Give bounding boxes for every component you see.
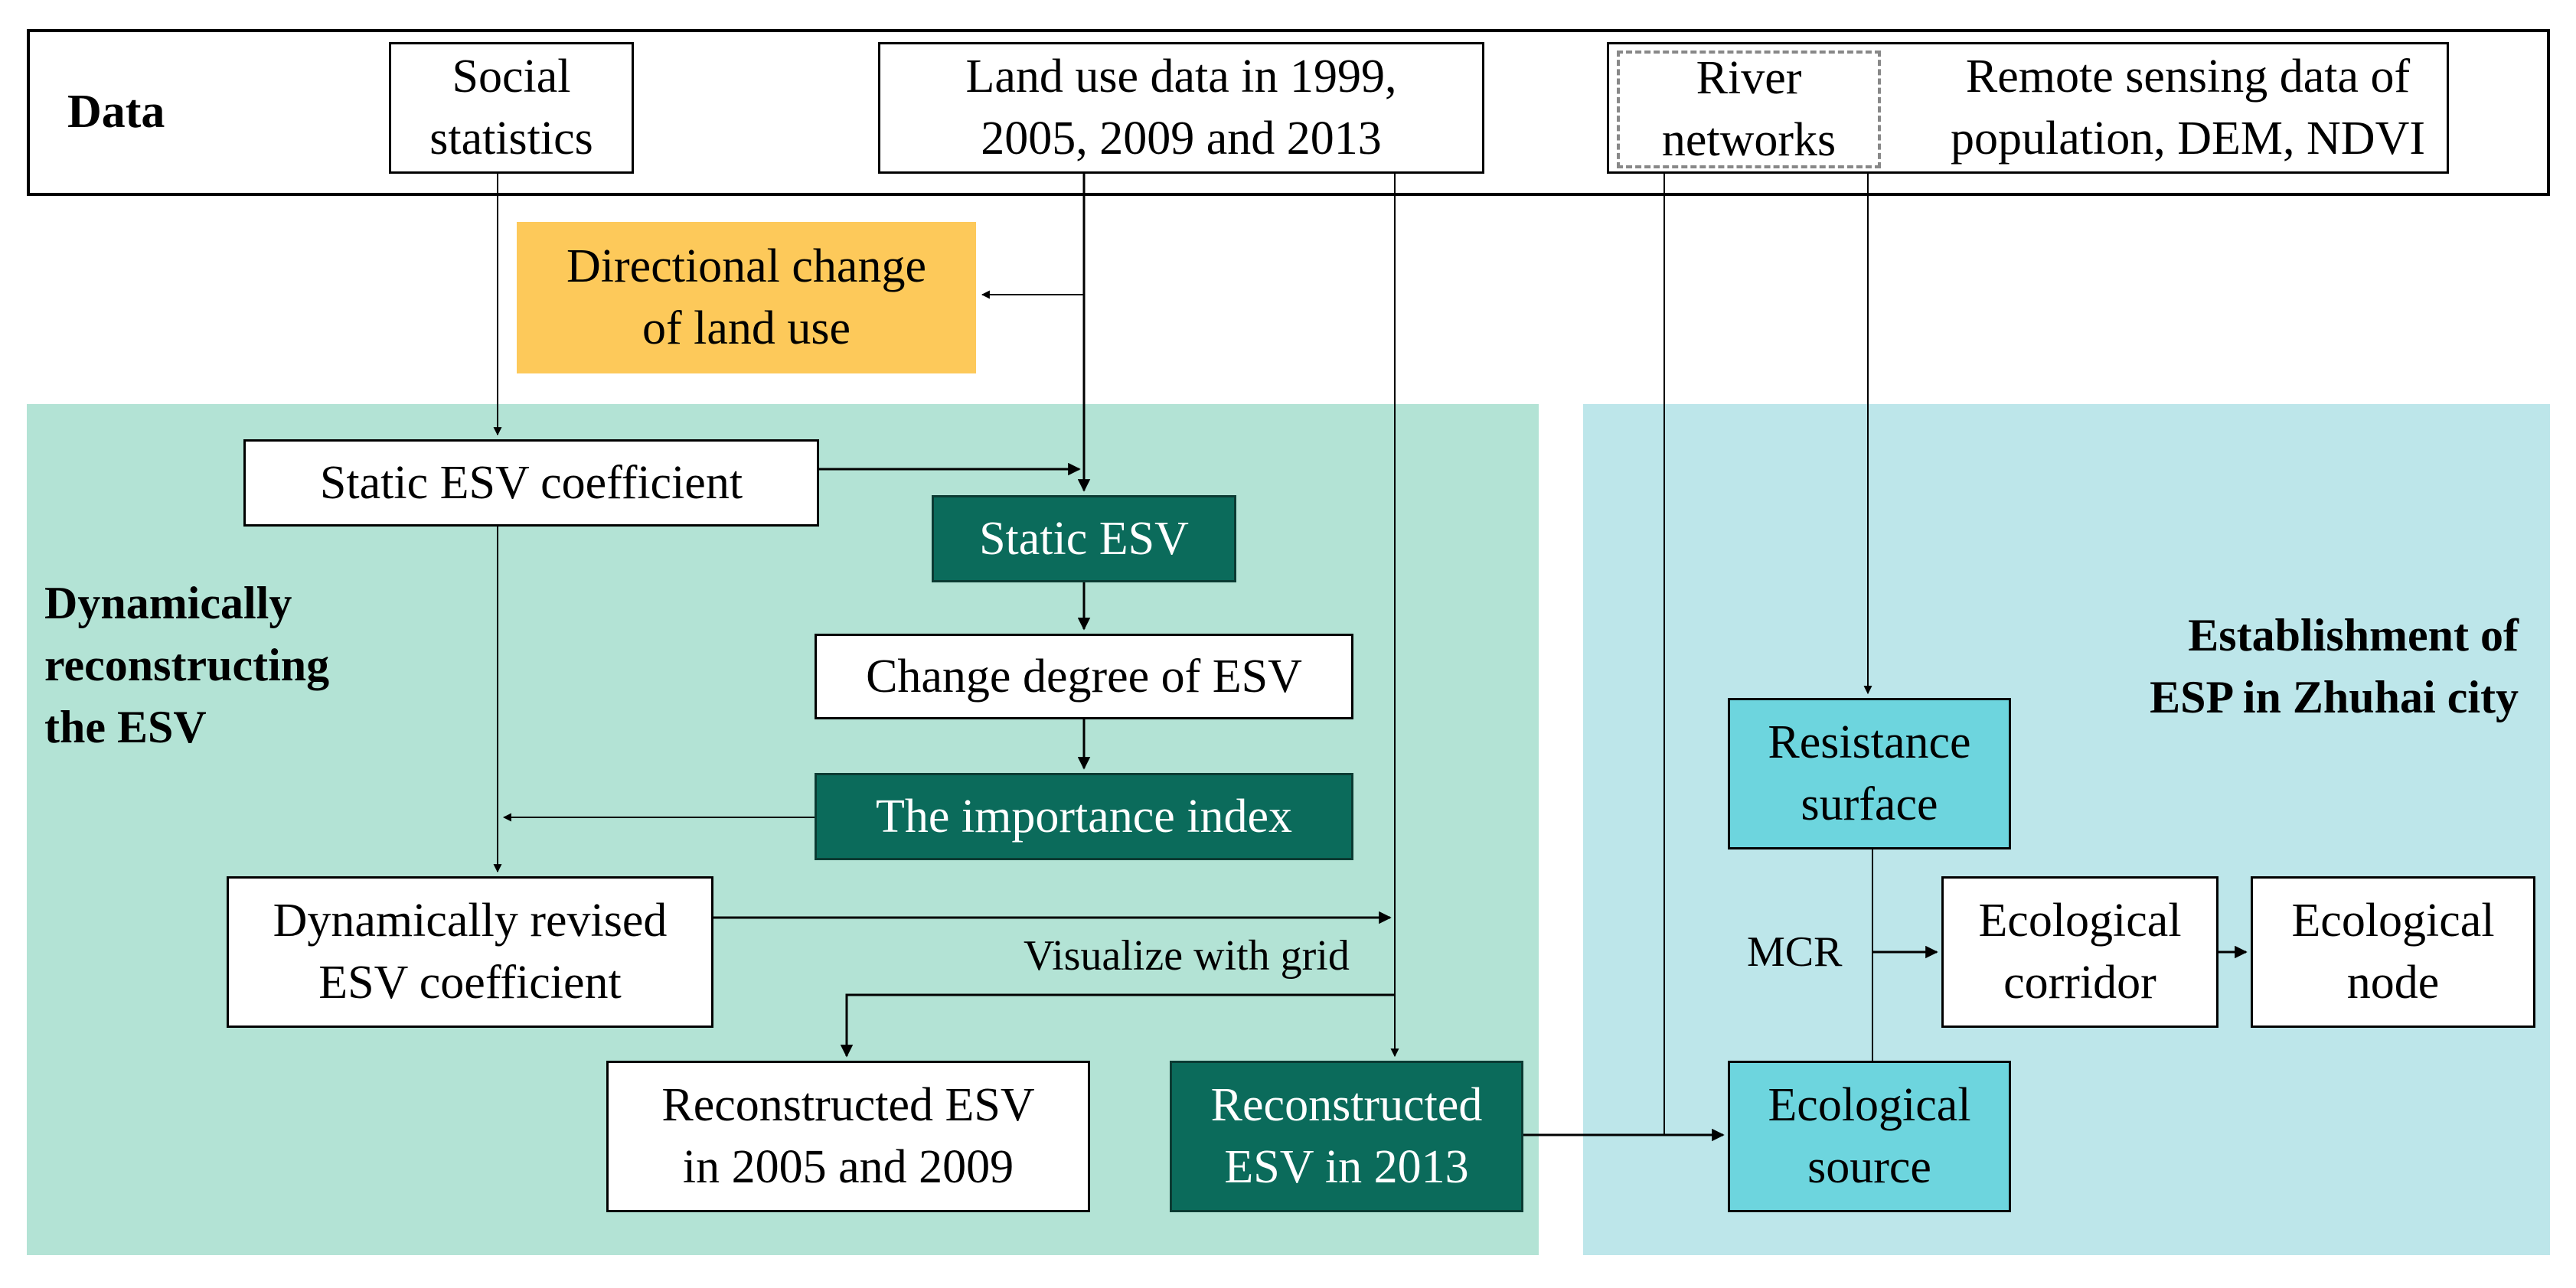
visualize-with-grid-label: Visualize with grid (1024, 932, 1350, 980)
importance-index-box: The importance index (815, 773, 1353, 860)
data-bar-title: Data (67, 86, 165, 138)
land-use-data-box: Land use data in 1999,2005, 2009 and 201… (878, 42, 1484, 174)
left-panel-title: Dynamically reconstructing the ESV (44, 578, 330, 752)
static-esv-box: Static ESV (932, 495, 1236, 582)
right-panel-title: Establishment of ESP in Zhuhai city (2150, 610, 2519, 722)
change-degree-box: Change degree of ESV (815, 634, 1353, 719)
mcr-label: MCR (1747, 928, 1843, 976)
static-esv-coefficient-box: Static ESV coefficient (243, 439, 819, 527)
